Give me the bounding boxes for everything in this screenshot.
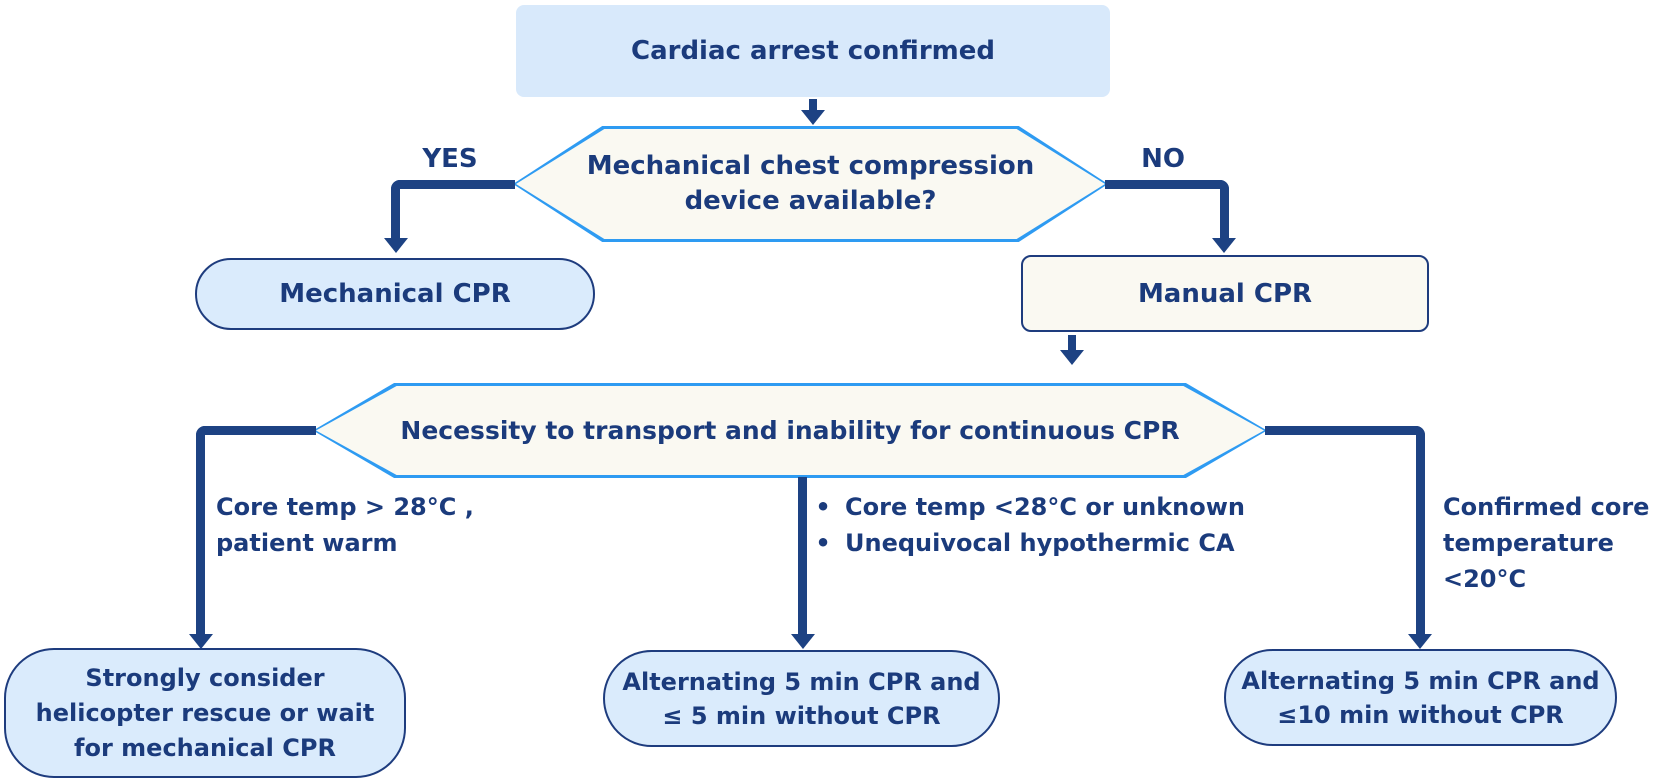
outcome-line3: for mechanical CPR [74, 733, 336, 762]
node-label: Manual CPR [1137, 278, 1313, 309]
node-cardiac-arrest-confirmed: Cardiac arrest confirmed [516, 5, 1110, 97]
outcome-line1: Alternating 5 min CPR and [622, 667, 981, 696]
edge-right-branch-arrowhead [1408, 634, 1432, 649]
outcome-line1: Alternating 5 min CPR and [1241, 666, 1600, 695]
outcome-line1: Strongly consider [85, 663, 325, 692]
decision-line2: device available? [684, 186, 937, 216]
condition-bullet-row: • Unequivocal hypothermic CA [815, 525, 1245, 561]
edge-yes-elbow [391, 180, 515, 240]
edge-middle-branch-shaft [798, 477, 807, 635]
condition-middle-hypothermic: • Core temp <28°C or unknown • Unequivoc… [815, 489, 1245, 561]
outcome-line2: ≤ 5 min without CPR [662, 701, 941, 730]
arrow-start-to-device-shaft [809, 99, 817, 111]
decision-device-available: Mechanical chest compression device avai… [513, 126, 1108, 242]
node-label: Mechanical CPR [279, 279, 511, 309]
condition-line1: Confirmed core [1443, 493, 1650, 521]
arrow-start-to-device-head [801, 110, 825, 125]
node-outcome-alternating-10min: Alternating 5 min CPR and ≤10 min withou… [1224, 649, 1617, 746]
condition-item: Unequivocal hypothermic CA [845, 529, 1235, 557]
edge-label-no: NO [1141, 144, 1185, 174]
node-outcome-alternating-5min: Alternating 5 min CPR and ≤ 5 min withou… [603, 650, 1000, 747]
condition-line2: patient warm [216, 529, 398, 557]
decision-text: Mechanical chest compression device avai… [513, 126, 1108, 242]
outcome-line2: helicopter rescue or wait [35, 698, 375, 727]
edge-no-arrowhead [1212, 238, 1236, 253]
condition-line1: Core temp > 28°C , [216, 493, 474, 521]
arrow-manual-to-transport-head [1060, 350, 1084, 365]
decision-line1: Mechanical chest compression [586, 151, 1035, 181]
decision-text: Necessity to transport and inability for… [313, 383, 1267, 478]
node-outcome-helicopter: Strongly consider helicopter rescue or w… [4, 648, 406, 778]
node-manual-cpr: Manual CPR [1021, 255, 1429, 332]
decision-transport-necessity: Necessity to transport and inability for… [313, 383, 1267, 478]
bullet-icon: • [815, 529, 831, 557]
condition-left-warm: Core temp > 28°C , patient warm [216, 489, 474, 561]
bullet-icon: • [815, 493, 831, 521]
condition-item: Core temp <28°C or unknown [845, 493, 1245, 521]
decision-label: Necessity to transport and inability for… [400, 416, 1180, 445]
node-label: Cardiac arrest confirmed [631, 36, 995, 66]
edge-label-yes: YES [422, 144, 478, 174]
edge-yes-arrowhead [384, 238, 408, 253]
condition-right-cold: Confirmed core temperature <20°C [1443, 489, 1680, 597]
node-mechanical-cpr: Mechanical CPR [195, 258, 595, 330]
hexagon-fill [516, 129, 1105, 239]
edge-middle-branch-arrowhead [791, 634, 815, 649]
edge-left-branch-elbow [196, 426, 316, 636]
edge-no-elbow [1105, 180, 1229, 240]
condition-bullet-row: • Core temp <28°C or unknown [815, 489, 1245, 525]
edge-right-branch-elbow [1265, 426, 1425, 636]
hexagon-fill [316, 386, 1264, 475]
condition-line2: temperature <20°C [1443, 529, 1614, 593]
arrow-manual-to-transport-shaft [1068, 335, 1076, 351]
outcome-line2: ≤10 min without CPR [1277, 700, 1564, 729]
edge-left-branch-arrowhead [189, 634, 213, 649]
